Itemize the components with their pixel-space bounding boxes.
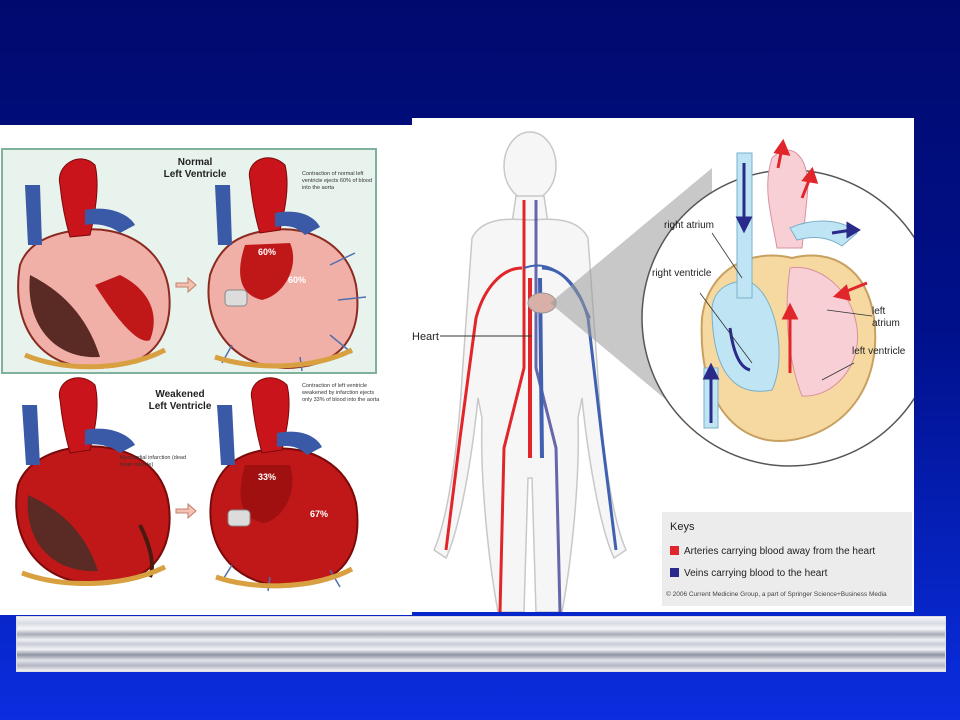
heart-comparison-illustration: 60% 60% Normal Left Ventricle Contractio…	[0, 125, 412, 615]
label-right-atrium: right atrium	[664, 220, 714, 231]
label-right-ventricle: right ventricle	[652, 268, 711, 279]
vein-flow-arrows	[702, 163, 861, 423]
transition-arrow-icon-2	[175, 502, 197, 520]
leader-left-atrium	[826, 309, 873, 317]
leader-left-ventricle	[821, 362, 855, 381]
key-veins: Veins carrying blood to the heart	[684, 568, 828, 579]
normal-pct-b: 60%	[288, 275, 306, 285]
weakened-heart-contracted	[209, 377, 359, 592]
heart-cross-section	[700, 138, 877, 442]
normal-pct-a: 60%	[258, 247, 276, 257]
weakened-caption: Contraction of left ventricle weakened b…	[302, 383, 379, 403]
normal-caption: Contraction of normal left ventricle eje…	[302, 171, 372, 191]
decorative-metallic-bar	[16, 616, 946, 672]
normal-heart-contracted	[207, 157, 367, 372]
keys-legend: Keys Arteries carrying blood away from t…	[662, 512, 912, 606]
normal-title-line1: Normal	[178, 157, 213, 168]
artery-swatch	[670, 546, 679, 555]
weakened-pct-a: 33%	[258, 472, 276, 482]
weakened-title-line2: Left Ventricle	[149, 401, 212, 412]
weakened-title-line1: Weakened	[155, 389, 204, 400]
normal-heart-relaxed	[17, 158, 171, 370]
keys-title: Keys	[670, 521, 695, 533]
vein-swatch	[670, 568, 679, 577]
weakened-pct-b: 67%	[310, 509, 328, 519]
weakened-heart-relaxed	[15, 377, 171, 587]
artery-flow-arrows	[773, 138, 868, 373]
leader-right-atrium	[711, 232, 743, 279]
copyright-text: © 2006 Current Medicine Group, a part of…	[666, 590, 887, 598]
key-arteries: Arteries carrying blood away from the he…	[684, 546, 875, 557]
heart-label: Heart	[412, 331, 439, 343]
leader-right-ventricle	[699, 292, 753, 364]
circulatory-system-diagram: Heart r	[412, 118, 939, 613]
infarct-label: Myocardial infarction (dead heart muscle…	[120, 455, 186, 468]
normal-title-line2: Left Ventricle	[164, 169, 227, 180]
label-left-ventricle: left ventricle	[852, 346, 905, 357]
label-left-atrium: left atrium	[872, 306, 900, 329]
transition-arrow-icon	[175, 276, 197, 294]
